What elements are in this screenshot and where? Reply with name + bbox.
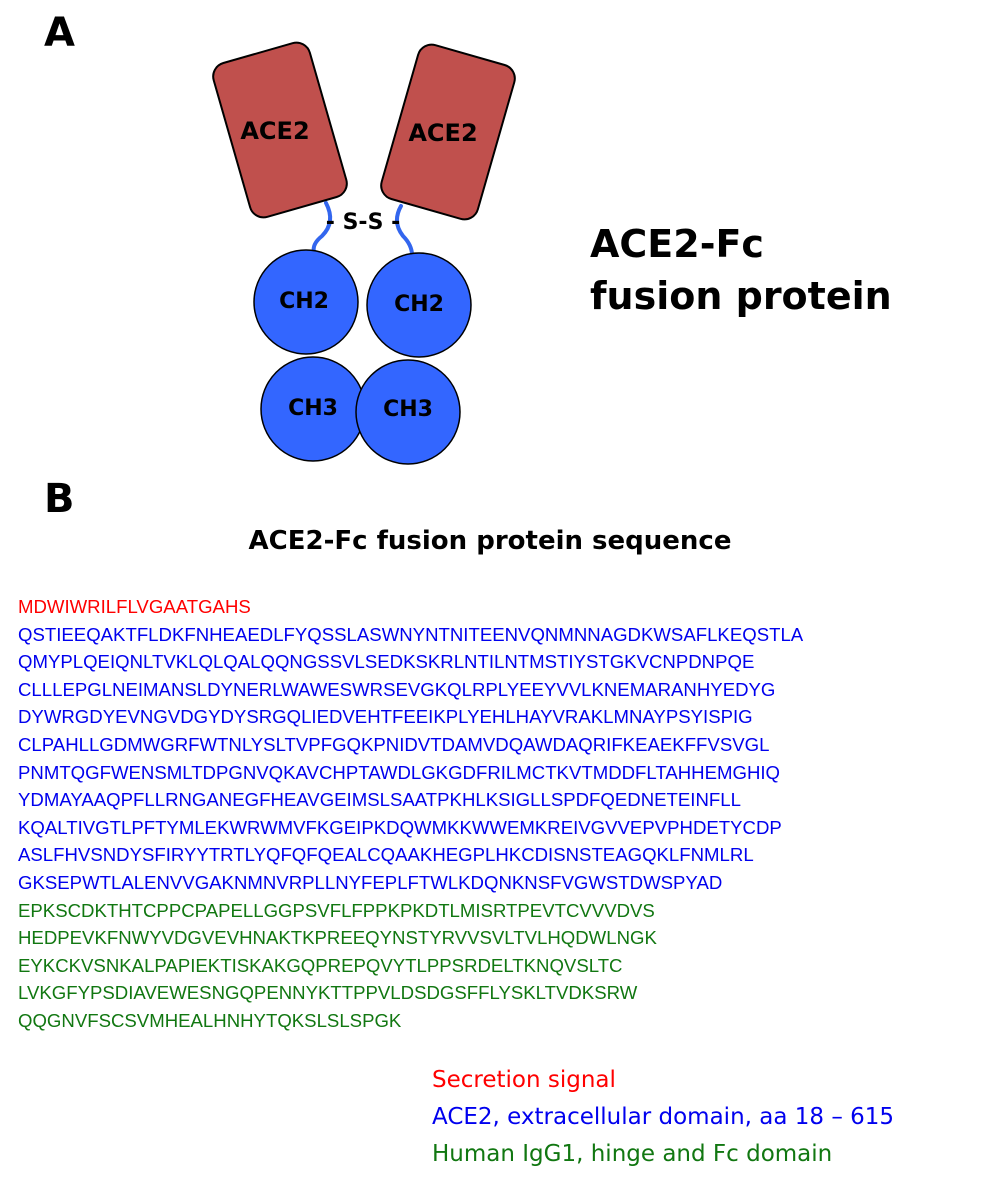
panel-b-label: B bbox=[44, 476, 75, 522]
ch2-domain-right bbox=[366, 252, 472, 358]
ch3-left-label: CH3 bbox=[288, 396, 338, 421]
sequence-line-ace2: CLLLEPGLNEIMANSLDYNERLWAWESWRSEVGKQLRPLY… bbox=[18, 678, 776, 700]
legend-ace2-domain: ACE2, extracellular domain, aa 18 – 615 bbox=[432, 1104, 895, 1130]
sequence-line-ace2: CLPAHLLGDMWGRFWTNLYSLTVPFGQKPNIDVTDAMVDQ… bbox=[18, 733, 770, 755]
sequence-line-ace2: KQALTIVGTLPFTYMLEKWRWMVFKGEIPKDQWMKKWWEM… bbox=[18, 816, 782, 838]
fusion-title-line1: ACE2-Fc bbox=[590, 222, 764, 266]
sequence-line-fc: EYKCKVSNKALPAPIEKTISKAKGQPREPQVYTLPPSRDE… bbox=[18, 954, 623, 976]
panel-a-label: A bbox=[44, 10, 75, 56]
sequence-line-signal: MDWIWRILFLVGAATGAHS bbox=[18, 596, 251, 617]
fusion-title-line2: fusion protein bbox=[590, 274, 892, 318]
legend-secretion-signal: Secretion signal bbox=[432, 1067, 616, 1093]
sequence-line-ace2: ASLFHVSNDYSFIRYYTRTLYQFQFQEALCQAAKHEGPLH… bbox=[18, 844, 754, 866]
protein-sequence: MDWIWRILFLVGAATGAHS QSTIEEQAKTFLDKFNHEAED… bbox=[18, 593, 803, 1035]
linker-left bbox=[311, 201, 333, 254]
sequence-line-ace2: YDMAYAAQPFLLRNGANEGFHEAVGEIMSLSAATPKHLKS… bbox=[18, 789, 741, 811]
ace2-fc-diagram: ACE2 ACE2 - S-S - CH2 CH2 CH3 CH3 bbox=[212, 41, 516, 465]
ch2-right-label: CH2 bbox=[394, 292, 444, 317]
legend-igg1-fc: Human IgG1, hinge and Fc domain bbox=[432, 1141, 833, 1167]
ch2-domain-left bbox=[253, 249, 359, 355]
ace2-box-left: ACE2 bbox=[212, 41, 348, 219]
sequence-line-fc: LVKGFYPSDIAVEWESNGQPENNYKTTPPVLDSDGSFFLY… bbox=[18, 982, 638, 1004]
sequence-line-ace2: GKSEPWTLALENVVGAKNMNVRPLLNYFEPLFTWLKDQNK… bbox=[18, 871, 723, 893]
ch3-right-label: CH3 bbox=[383, 397, 433, 422]
sequence-line-ace2: QSTIEEQAKTFLDKFNHEAEDLFYQSSLASWNYNTNITEE… bbox=[18, 623, 804, 645]
ace2-right-label: ACE2 bbox=[408, 119, 477, 147]
ch2-left-label: CH2 bbox=[279, 289, 329, 314]
sequence-line-fc: QQGNVFSCSVMHEALHNHYTQKSLSLSPGK bbox=[18, 1009, 402, 1031]
ace2-left-label: ACE2 bbox=[240, 117, 309, 145]
fusion-protein-title: ACE2-Fc fusion protein bbox=[590, 218, 892, 322]
sequence-line-ace2: PNMTQGFWENSMLTDPGNVQKAVCHPTAWDLGKGDFRILM… bbox=[18, 761, 781, 783]
sequence-heading: ACE2-Fc fusion protein sequence bbox=[248, 526, 732, 556]
linker-right bbox=[395, 204, 415, 260]
sequence-line-ace2: QMYPLQEIQNLTVKLQLQALQQNGSSVLSEDKSKRLNTIL… bbox=[18, 651, 755, 673]
sequence-line-fc: EPKSCDKTHTCPPCPAPELLGGPSVFLFPPKPKDTLMISR… bbox=[18, 899, 655, 921]
sequence-legend: Secretion signal ACE2, extracellular dom… bbox=[432, 1062, 894, 1173]
ace2-box-right: ACE2 bbox=[380, 43, 516, 221]
disulfide-bond-label: - S-S - bbox=[326, 210, 400, 235]
sequence-line-ace2: DYWRGDYEVNGVDGYDYSRGQLIEDVEHTFEEIKPLYEHL… bbox=[18, 706, 753, 728]
ch3-domain-right bbox=[355, 359, 461, 465]
sequence-line-fc: HEDPEVKFNWYVDGVEVHNAKTKPREEQYNSTYRVVSVLT… bbox=[18, 927, 657, 949]
